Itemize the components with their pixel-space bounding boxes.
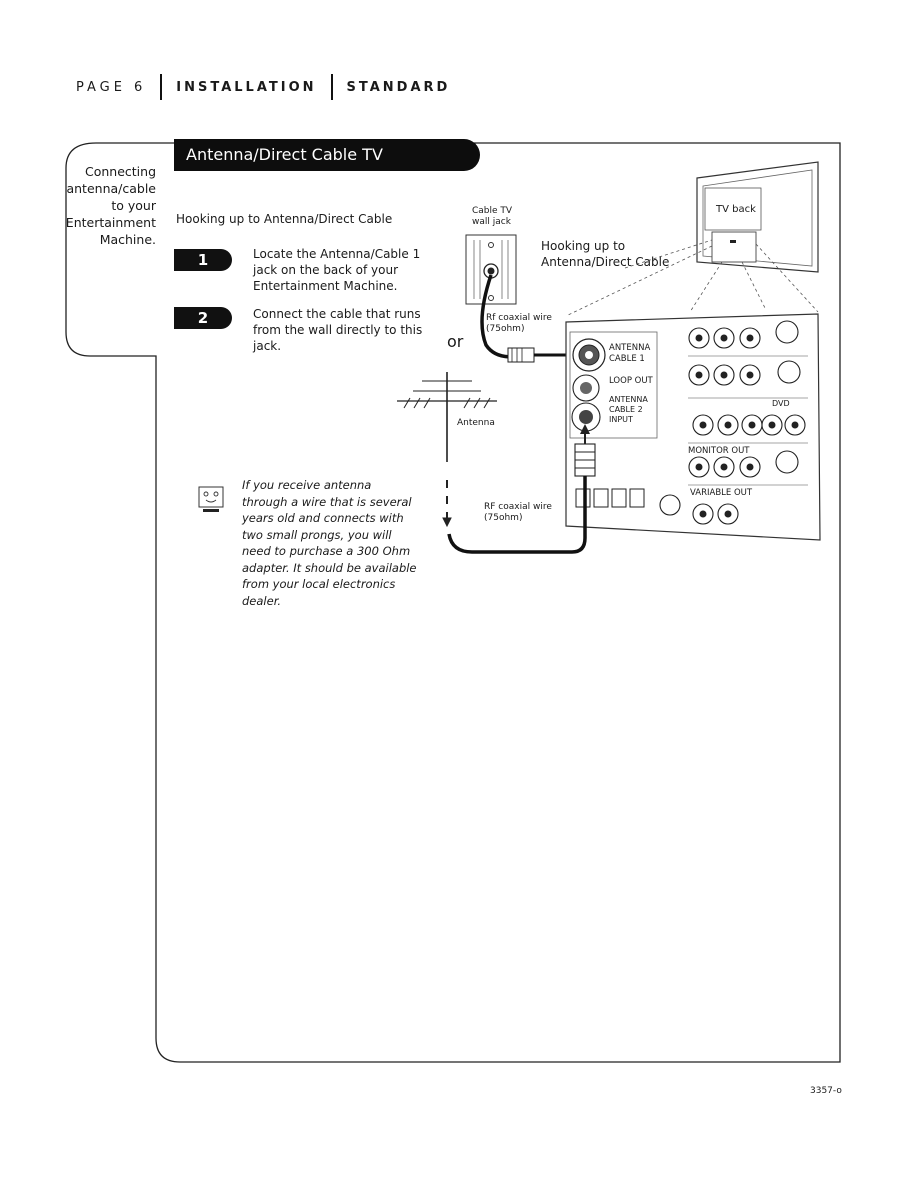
- rf-wire-top-label: Rf coaxial wire (75ohm): [486, 313, 552, 334]
- page-number: 6: [133, 79, 147, 95]
- antenna-cable-2-label: ANTENNA CABLE 2 INPUT: [609, 395, 648, 424]
- dvd-label: DVD: [772, 399, 790, 408]
- page-header: PAGE 6 INSTALLATION STANDARD: [76, 74, 450, 100]
- sidebar-line: to your: [111, 198, 156, 213]
- sidebar-line: Connecting: [84, 164, 156, 179]
- antenna-illustration: [397, 372, 497, 528]
- connection-panel: [565, 313, 821, 541]
- section-banner: Antenna/Direct Cable TV: [174, 139, 480, 171]
- variable-out-label: VARIABLE OUT: [690, 488, 753, 498]
- step-1-badge: 1: [174, 249, 232, 271]
- antenna-cable-1-label: ANTENNA CABLE 1: [609, 343, 651, 364]
- diagram-hookup-caption: Hooking up to Antenna/Direct Cable: [541, 239, 670, 269]
- sidebar-line: Machine.: [99, 232, 156, 247]
- adapter-note: If you receive antenna through a wire th…: [242, 478, 417, 608]
- tv-back-illustration: [696, 161, 819, 273]
- hookup-title: Hooking up to Antenna/Direct Cable: [176, 212, 393, 226]
- tv-back-label: TV back: [716, 204, 756, 215]
- sidebar-caption: Connecting antenna/cable to your Enterta…: [62, 163, 156, 248]
- or-label: or: [447, 332, 464, 351]
- antenna-label: Antenna: [457, 418, 495, 428]
- step-2-text: Connect the cable that runs from the wal…: [253, 307, 423, 353]
- sidebar-line: Entertainment: [65, 215, 156, 230]
- loop-out-label: LOOP OUT: [609, 376, 653, 386]
- monitor-out-label: MONITOR OUT: [688, 446, 750, 456]
- wall-jack-illustration: [465, 234, 517, 305]
- header-divider: [160, 74, 163, 100]
- page-label: PAGE: [76, 79, 126, 95]
- document-code: 3357-o: [810, 1086, 842, 1096]
- header-divider: [330, 74, 333, 100]
- note-icon: [198, 486, 224, 512]
- banner-title: Antenna/Direct Cable TV: [186, 145, 383, 164]
- subsection-title: STANDARD: [346, 79, 451, 95]
- section-title: INSTALLATION: [176, 79, 317, 95]
- wall-jack-label: Cable TV wall jack: [472, 206, 513, 227]
- rf-wire-bottom-label: RF coaxial wire (75ohm): [484, 502, 552, 523]
- step-2-badge: 2: [174, 307, 232, 329]
- step-1-text: Locate the Antenna/Cable 1 jack on the b…: [253, 247, 421, 293]
- sidebar-line: antenna/cable: [66, 181, 156, 196]
